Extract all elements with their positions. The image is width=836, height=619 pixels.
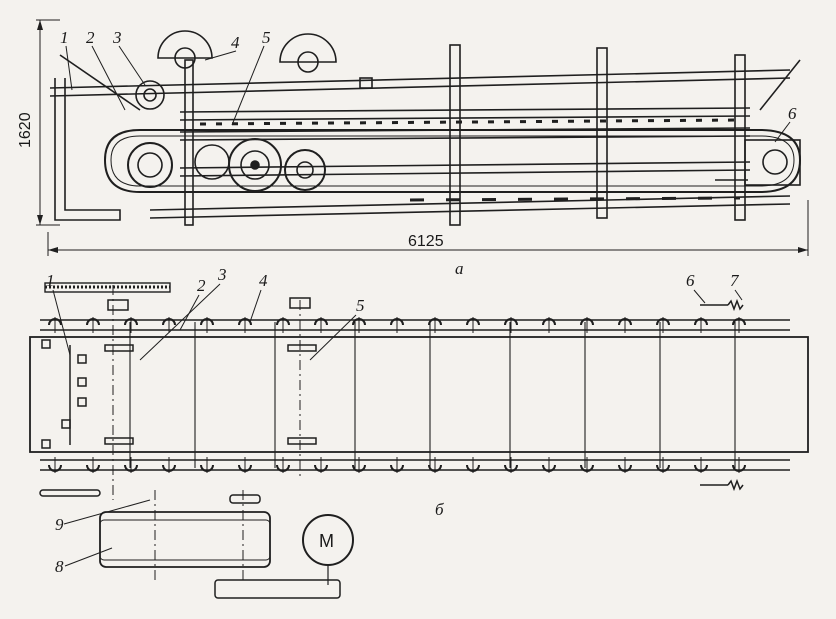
sprocket-mark [314, 457, 328, 473]
view-a-callouts: 1 2 3 4 5 6 [60, 28, 797, 143]
callout-a-6: 6 [788, 104, 797, 123]
sprocket-mark [504, 317, 518, 333]
callout-b-5: 5 [356, 296, 365, 315]
sprocket-mark [352, 317, 366, 333]
callout-b-1: 1 [46, 271, 55, 290]
sprocket-mark [86, 457, 100, 473]
height-dimension-label: 1620 [17, 112, 34, 148]
view-b-sprockets-top [48, 317, 746, 333]
sprocket-mark [86, 317, 100, 333]
sprocket-mark [276, 317, 290, 333]
callout-b-4: 4 [259, 271, 268, 290]
view-b-sprockets-bottom [48, 457, 746, 473]
sprocket-mark [656, 457, 670, 473]
view-a-caption: а [455, 259, 464, 278]
callout-a-5: 5 [262, 28, 271, 47]
sprocket-mark [618, 317, 632, 333]
callout-a-3: 3 [112, 28, 122, 47]
callout-b-6: 6 [686, 271, 695, 290]
callout-a-4: 4 [231, 33, 240, 52]
motor-label: М [319, 531, 334, 551]
view-b-flights [129, 322, 736, 468]
sprocket-mark [428, 457, 442, 473]
length-dimension-label: 6125 [408, 233, 444, 250]
sprocket-mark [238, 317, 252, 333]
sprocket-mark [694, 317, 708, 333]
sprocket-mark [656, 317, 670, 333]
sprocket-mark [428, 317, 442, 333]
sprocket-mark [314, 317, 328, 333]
sprocket-mark [580, 317, 594, 333]
sprocket-mark [124, 317, 138, 333]
callout-b-7: 7 [730, 271, 740, 290]
sprocket-mark [542, 457, 556, 473]
sprocket-mark [466, 457, 480, 473]
callout-a-1: 1 [60, 28, 69, 47]
sprocket-mark [694, 457, 708, 473]
sprocket-mark [390, 317, 404, 333]
callout-b-8: 8 [55, 557, 64, 576]
sprocket-mark [162, 457, 176, 473]
view-a-side-elevation [49, 30, 802, 226]
view-b-plan-view [29, 282, 809, 599]
view-b-callouts: 1 2 3 4 5 6 7 8 9 б [46, 265, 743, 576]
sprocket-mark [238, 457, 252, 473]
sprocket-mark [580, 457, 594, 473]
sprocket-mark [162, 317, 176, 333]
view-a-dimensions: 1620 6125 а [17, 19, 809, 278]
sprocket-mark [352, 457, 366, 473]
sprocket-mark [200, 317, 214, 333]
callout-b-9: 9 [55, 515, 64, 534]
sprocket-mark [732, 457, 746, 473]
callout-b-2: 2 [197, 276, 206, 295]
sprocket-mark [48, 457, 62, 473]
view-a-flights [199, 118, 741, 202]
sprocket-mark [390, 457, 404, 473]
sprocket-mark [200, 457, 214, 473]
sprocket-mark [48, 317, 62, 333]
callout-b-3: 3 [217, 265, 227, 284]
sprocket-mark [542, 317, 556, 333]
view-b-caption: б [435, 500, 444, 519]
sprocket-mark [276, 457, 290, 473]
sprocket-mark [124, 457, 138, 473]
sprocket-mark [732, 317, 746, 333]
sprocket-mark [618, 457, 632, 473]
callout-a-2: 2 [86, 28, 95, 47]
sprocket-mark [466, 317, 480, 333]
sprocket-mark [504, 457, 518, 473]
